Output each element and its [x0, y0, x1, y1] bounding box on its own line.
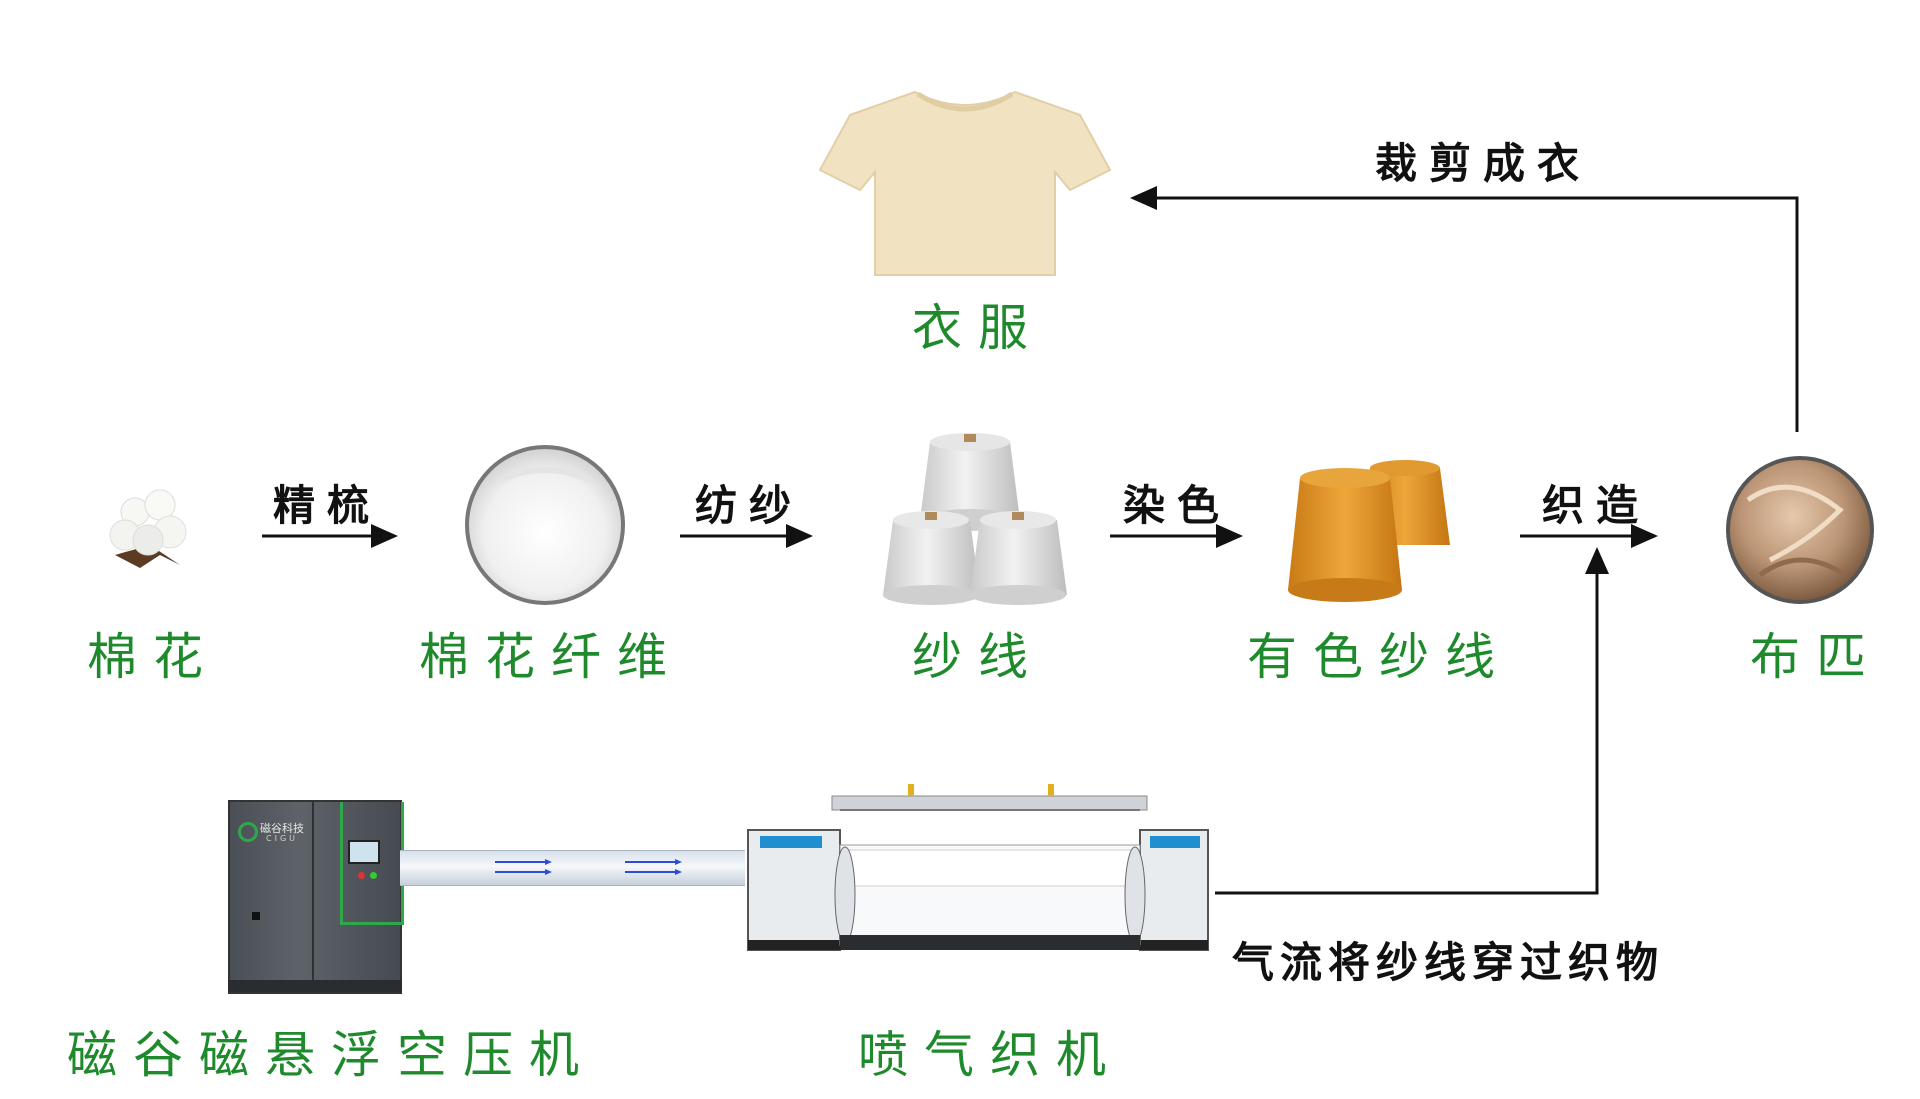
arrow-airflow	[1215, 547, 1609, 895]
compressor-divider	[312, 802, 314, 992]
compressor-screen	[348, 840, 380, 864]
step-airflow: 气流将纱线穿过织物	[1232, 938, 1665, 987]
arrow-cutting	[1130, 186, 1799, 432]
label-loom: 喷气织机	[858, 1026, 1122, 1084]
label-cotton-fiber: 棉花纤维	[419, 628, 683, 686]
step-combing: 精梳	[273, 481, 382, 530]
step-dyeing: 染色	[1123, 481, 1232, 530]
step-weaving: 织造	[1542, 481, 1651, 530]
label-cloth: 布匹	[1750, 628, 1882, 686]
label-tshirt: 衣服	[912, 299, 1044, 357]
step-spinning: 纺纱	[695, 481, 804, 530]
air-pipe	[400, 850, 745, 886]
label-yarn: 纱线	[912, 628, 1044, 686]
compressor-button-red	[358, 872, 365, 879]
compressor-logo-brand: 磁谷科技	[260, 822, 304, 835]
label-cotton: 棉花	[87, 628, 219, 686]
step-cutting: 裁剪成衣	[1375, 139, 1592, 188]
compressor-machine: 磁谷科技 CIGU	[228, 800, 404, 994]
label-dyed-yarn: 有色纱线	[1247, 628, 1511, 686]
compressor-logo-mark	[238, 822, 258, 842]
compressor-indicator	[252, 912, 260, 920]
label-compressor: 磁谷磁悬浮空压机	[67, 1026, 595, 1084]
compressor-base	[228, 980, 402, 992]
compressor-button-green	[370, 872, 377, 879]
compressor-logo-sub: CIGU	[266, 834, 298, 843]
